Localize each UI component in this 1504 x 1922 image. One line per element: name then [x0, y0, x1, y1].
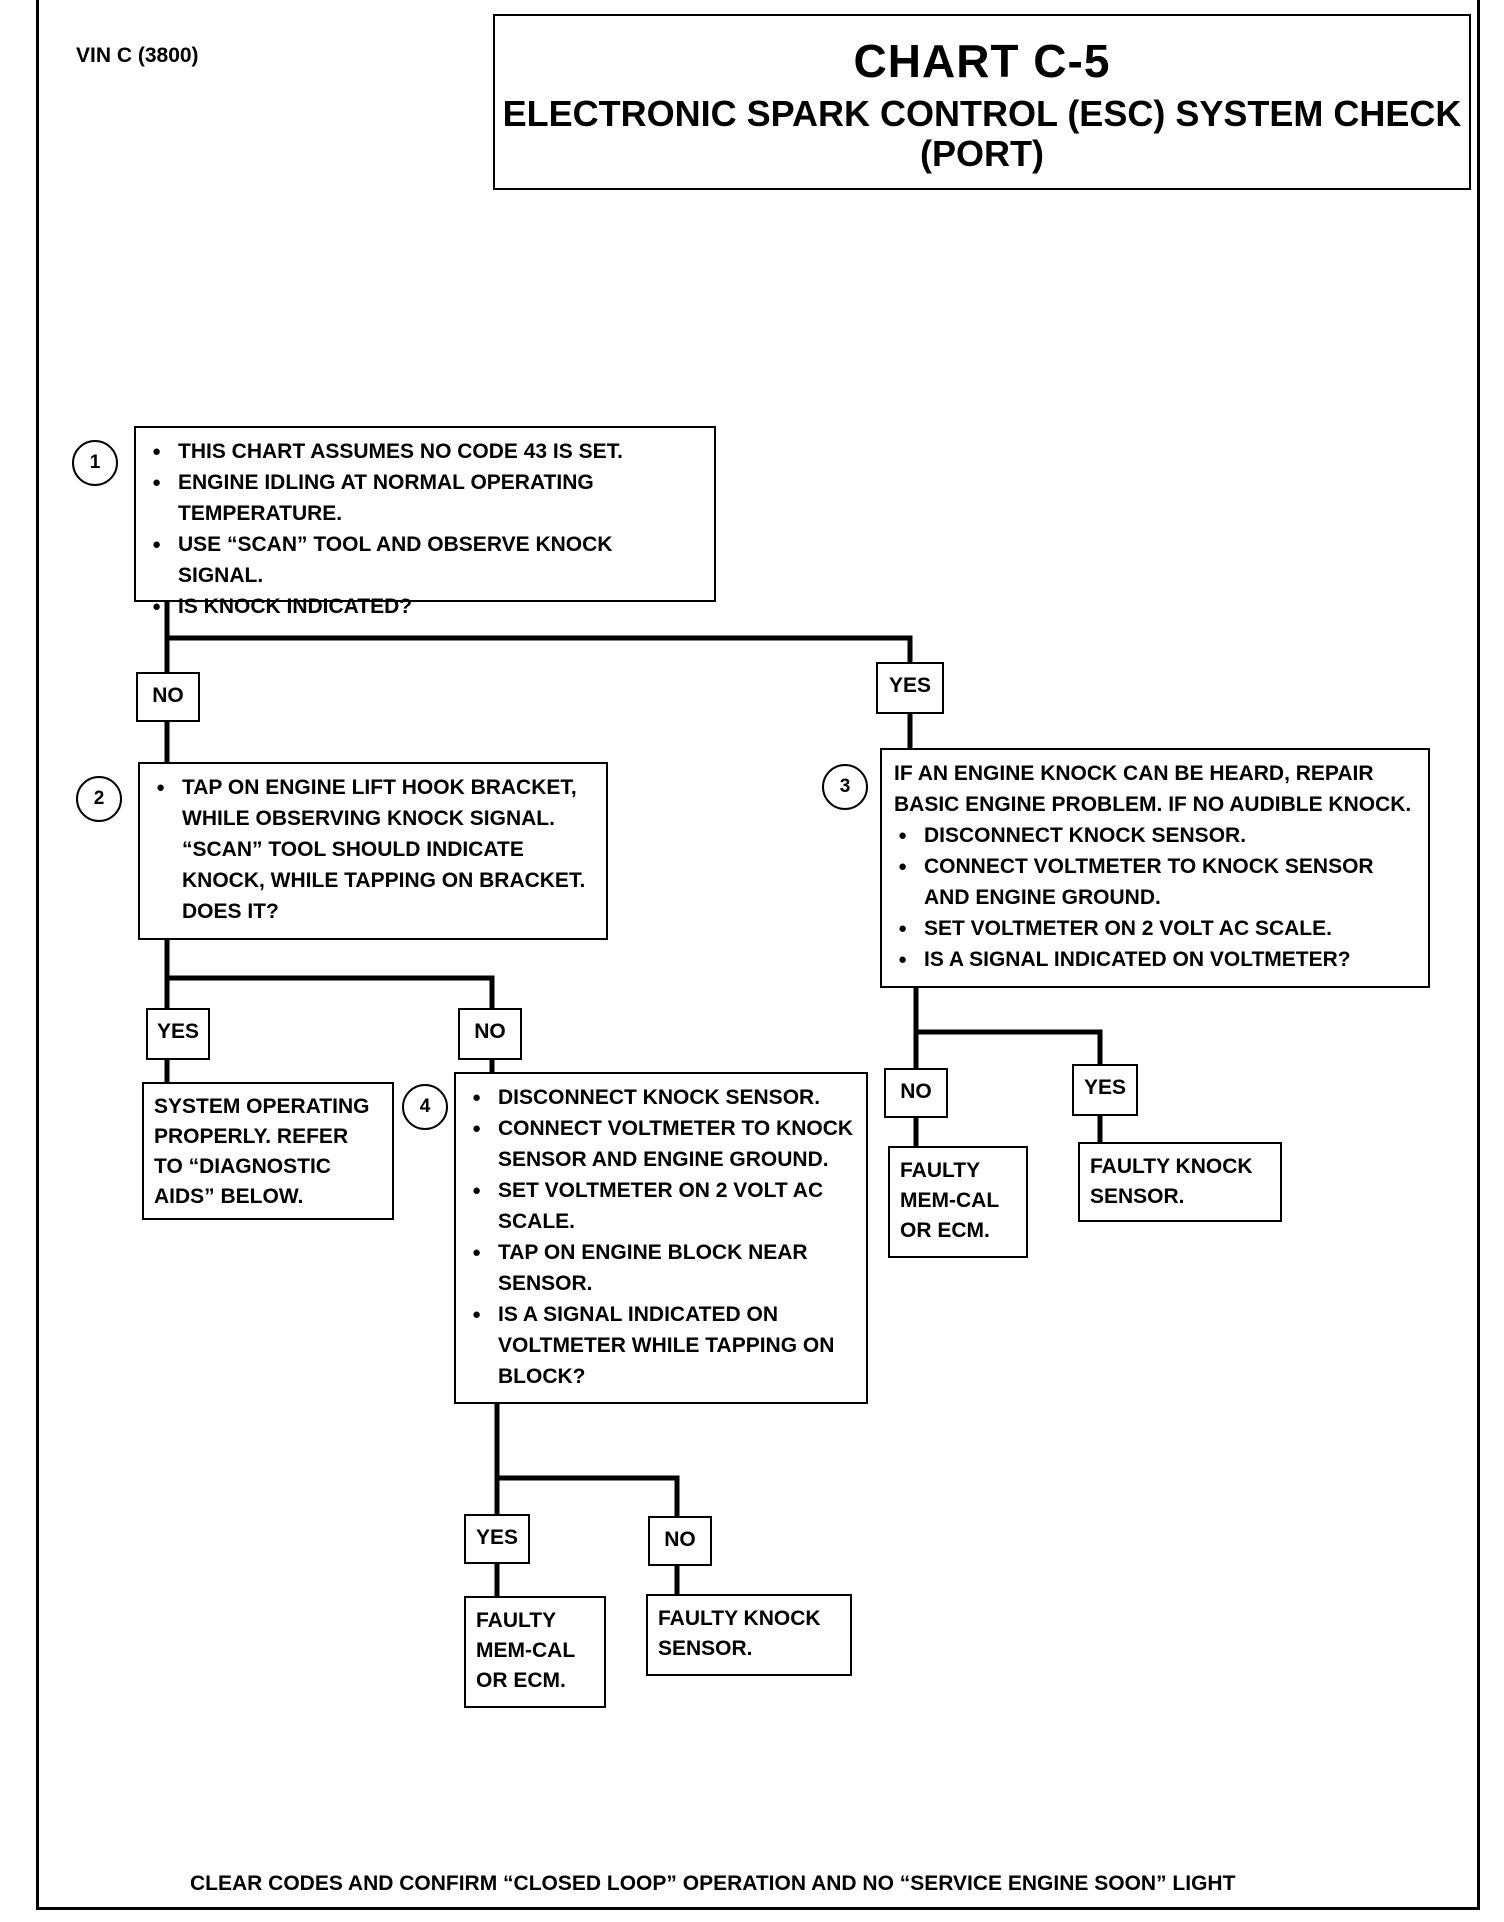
step4-box: DISCONNECT KNOCK SENSOR. CONNECT VOLTMET…: [454, 1072, 868, 1404]
result-s4-no: FAULTY KNOCK SENSOR.: [646, 1594, 852, 1676]
step4-item: SET VOLTMETER ON 2 VOLT AC SCALE.: [468, 1175, 854, 1237]
step1-item: IS KNOCK INDICATED?: [148, 591, 702, 622]
step1-item: THIS CHART ASSUMES NO CODE 43 IS SET.: [148, 436, 702, 467]
result-s3-no: FAULTY MEM-CAL OR ECM.: [888, 1146, 1028, 1258]
step3-item: DISCONNECT KNOCK SENSOR.: [894, 820, 1416, 851]
branch-s1-no: NO: [136, 672, 200, 722]
result-system-ok: SYSTEM OPERATING PROPERLY. REFER TO “DIA…: [142, 1082, 394, 1220]
connector-s1-yes: [167, 635, 913, 672]
step3-item: SET VOLTMETER ON 2 VOLT AC SCALE.: [894, 913, 1416, 944]
step4-item: CONNECT VOLTMETER TO KNOCK SENSOR AND EN…: [468, 1113, 854, 1175]
step1-item: ENGINE IDLING AT NORMAL OPERATING TEMPER…: [148, 467, 702, 529]
step4-item: TAP ON ENGINE BLOCK NEAR SENSOR.: [468, 1237, 854, 1299]
step3-item: CONNECT VOLTMETER TO KNOCK SENSOR AND EN…: [894, 851, 1416, 913]
branch-s2-no: NO: [458, 1008, 522, 1060]
step-number-3: 3: [822, 764, 868, 810]
footer-note: CLEAR CODES AND CONFIRM “CLOSED LOOP” OP…: [190, 1872, 1236, 1895]
step3-item: IS A SIGNAL INDICATED ON VOLTMETER?: [894, 944, 1416, 975]
connector-s4-no: [497, 1475, 680, 1516]
step-number-2: 2: [76, 776, 122, 822]
branch-s4-yes: YES: [464, 1514, 530, 1564]
branch-s3-yes: YES: [1072, 1064, 1138, 1116]
chart-number: CHART C-5: [853, 35, 1111, 87]
chart-subtitle: (PORT): [920, 133, 1044, 174]
step1-box: THIS CHART ASSUMES NO CODE 43 IS SET. EN…: [134, 426, 716, 622]
branch-s2-yes: YES: [146, 1008, 210, 1060]
step2-item: TAP ON ENGINE LIFT HOOK BRACKET, WHILE O…: [152, 772, 594, 927]
chart-title: ELECTRONIC SPARK CONTROL (ESC) SYSTEM CH…: [502, 93, 1462, 134]
branch-s3-no: NO: [884, 1068, 948, 1118]
step4-item: IS A SIGNAL INDICATED ON VOLTMETER WHILE…: [468, 1299, 854, 1392]
step1-item: USE “SCAN” TOOL AND OBSERVE KNOCK SIGNAL…: [148, 529, 702, 591]
step2-box: TAP ON ENGINE LIFT HOOK BRACKET, WHILE O…: [138, 762, 608, 940]
step-number-1: 1: [72, 440, 118, 486]
branch-s1-yes: YES: [876, 662, 944, 714]
connector-s3-yes: [916, 1029, 1103, 1064]
step3-intro: IF AN ENGINE KNOCK CAN BE HEARD, REPAIR …: [894, 762, 1412, 816]
step3-box: IF AN ENGINE KNOCK CAN BE HEARD, REPAIR …: [880, 748, 1430, 988]
step-number-4: 4: [402, 1084, 448, 1130]
title-box: CHART C-5 ELECTRONIC SPARK CONTROL (ESC)…: [493, 14, 1471, 190]
result-s4-yes: FAULTY MEM-CAL OR ECM.: [464, 1596, 606, 1708]
connector-s2-no: [167, 975, 495, 1008]
result-s3-yes: FAULTY KNOCK SENSOR.: [1078, 1142, 1282, 1222]
vin-label: VIN C (3800): [76, 44, 199, 67]
branch-s4-no: NO: [648, 1516, 712, 1566]
step4-item: DISCONNECT KNOCK SENSOR.: [468, 1082, 854, 1113]
page-frame: [36, 0, 1480, 1910]
